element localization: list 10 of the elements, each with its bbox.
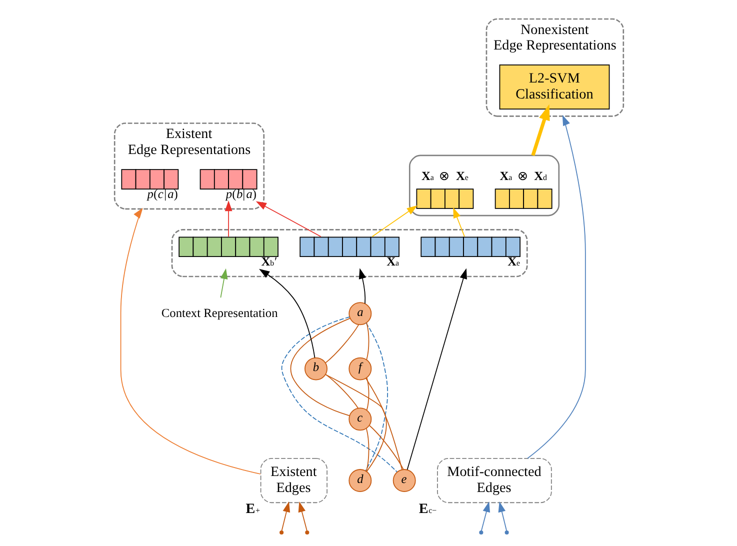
node-label: Xa ⊗ Xe xyxy=(421,168,468,183)
node-label: p(c|a) xyxy=(146,187,178,202)
node-label: Ec− xyxy=(418,501,436,518)
node-label: Xa xyxy=(386,254,399,269)
node-label: Xe xyxy=(507,254,520,269)
node-label: Xb′ xyxy=(260,254,277,269)
node-label: p(b|a) xyxy=(225,187,256,202)
node-label: Xa ⊗ Xd xyxy=(499,168,546,183)
node-label: E+ xyxy=(245,501,260,518)
node-text: Context Representation xyxy=(160,306,278,320)
